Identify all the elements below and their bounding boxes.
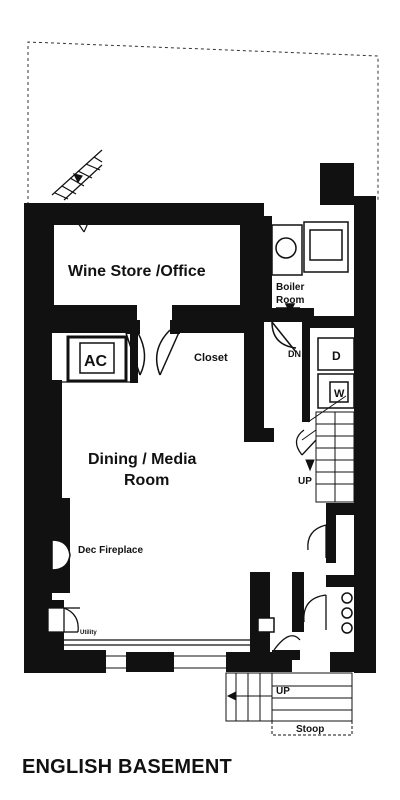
fireplace [51,539,71,571]
dining-media-label-2: Room [124,472,169,489]
dec-fireplace-label: Dec Fireplace [78,545,143,556]
dn-label: DN [288,349,301,359]
interior-stair [301,395,355,503]
dining-media-label-1: Dining / Media [88,451,197,468]
exterior-stair-top [51,149,103,233]
washer-label: W [334,388,345,400]
hall-doors [273,429,327,651]
boiler-door [271,303,300,353]
ac-label: AC [84,353,108,370]
rear-yard-outline [27,41,379,205]
boiler-tank-icon [275,237,297,259]
ac-unit [66,335,128,383]
thin-partitions [62,381,250,646]
dryer-label: D [332,349,341,363]
closet-label: Closet [194,352,228,364]
stoop-label: Stoop [296,724,324,735]
stoop-up-label: UP [276,686,290,697]
utility-label: Utility [80,630,97,636]
closet-doors [125,329,181,376]
boiler-room-label-1: Boiler [276,282,304,293]
exterior-walls [24,163,376,673]
washer-dryer [317,337,355,409]
boiler-fixtures [271,221,349,276]
bottom-window [106,655,226,669]
boiler-room-label-2: Room [276,295,304,306]
stoop-stairs [225,672,353,736]
floor-title: ENGLISH BASEMENT [22,756,232,778]
wine-store-office-label: Wine Store /Office [68,263,206,280]
hall-stair-up-label: UP [298,476,312,487]
top-stair-up-label: UP [68,207,82,218]
bath-fixtures [257,592,353,634]
interior-walls [40,216,354,660]
utility-door [47,607,80,633]
